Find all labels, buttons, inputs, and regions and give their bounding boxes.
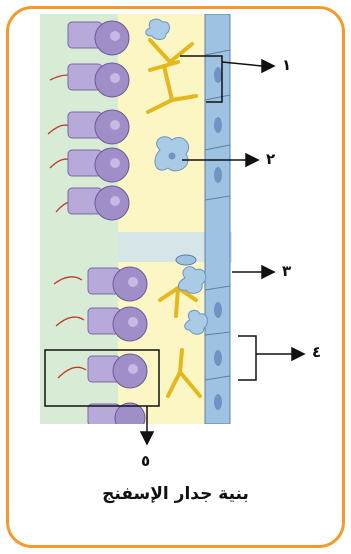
label-3-pointer <box>232 266 274 278</box>
label-4-pointer <box>238 336 304 380</box>
choanocyte-cell <box>88 403 145 433</box>
label-2: ٢ <box>266 150 275 168</box>
label-1: ١ <box>282 56 291 74</box>
label-4: ٤ <box>312 343 321 361</box>
label-3: ٣ <box>282 262 291 280</box>
label-5: ٥ <box>141 452 150 470</box>
figure-caption: بنية جدار الإسفنج <box>0 484 351 504</box>
